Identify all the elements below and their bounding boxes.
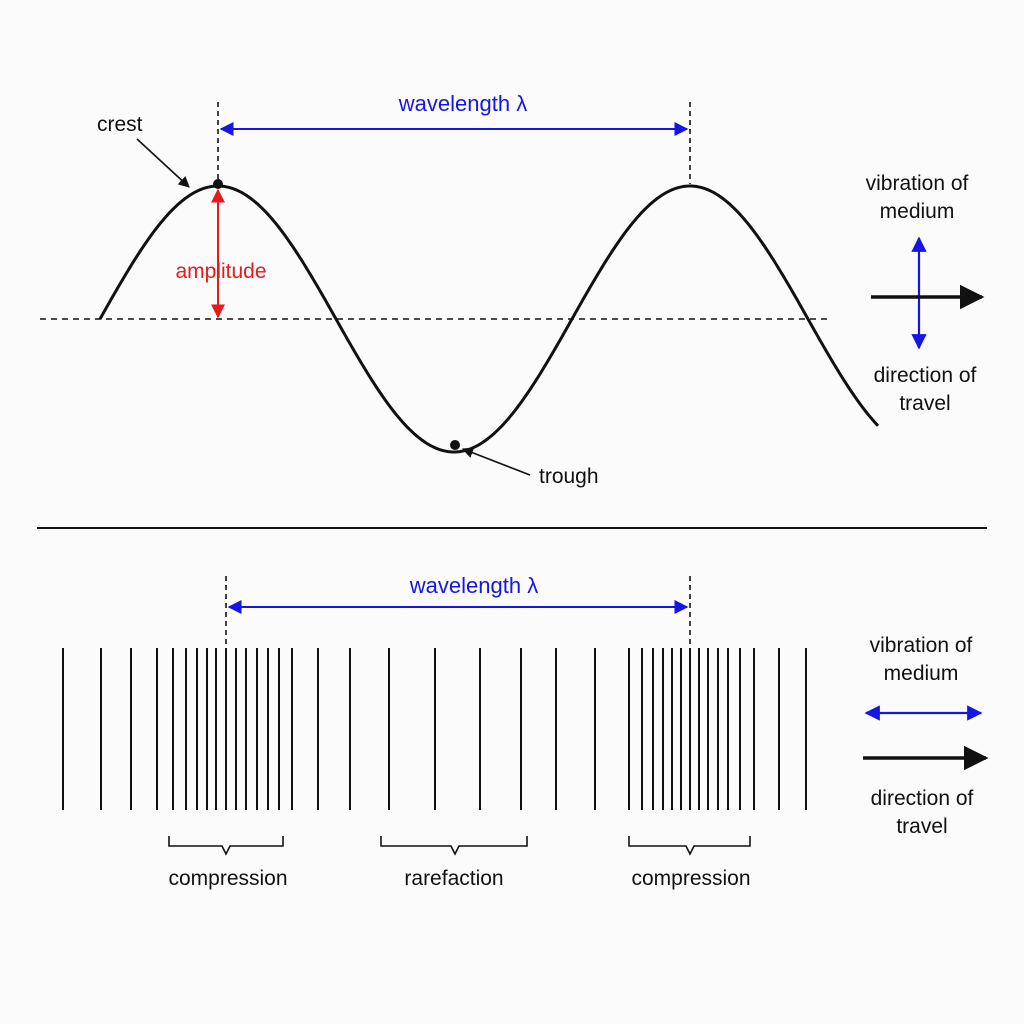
compression-left-brace — [168, 836, 284, 856]
long-direction-label-line2: travel — [896, 815, 947, 838]
compression-right-label: compression — [631, 867, 750, 890]
transverse-vibration-label: vibration of — [866, 172, 969, 195]
transverse-wave-curve — [98, 184, 880, 454]
transverse-wave-panel: wavelength λ crest amplitude trough vibr… — [40, 91, 985, 488]
transverse-direction-label-line2: travel — [899, 392, 950, 415]
rarefaction-brace — [380, 836, 528, 856]
crest-pointer-arrow — [136, 138, 190, 188]
crest-label: crest — [97, 113, 143, 136]
transverse-vibration-label-line2: medium — [880, 200, 955, 223]
long-vibration-label: vibration of — [870, 634, 973, 657]
crest-point — [213, 179, 223, 189]
rarefaction-label: rarefaction — [404, 867, 503, 890]
long-vibration-label-line2: medium — [884, 662, 959, 685]
trough-point — [450, 440, 460, 450]
compression-right-brace — [628, 836, 751, 856]
long-direction-label: direction of — [871, 787, 974, 810]
amplitude-label: amplitude — [175, 260, 266, 283]
transverse-direction-label: direction of — [874, 364, 977, 387]
trough-label: trough — [539, 465, 599, 488]
wavelength-label: wavelength λ — [398, 91, 527, 116]
trough-pointer-arrow — [461, 447, 531, 476]
medium-particle-lines — [62, 648, 807, 810]
compression-left-label: compression — [168, 867, 287, 890]
longitudinal-wave-panel: wavelength λ compression rarefaction com… — [62, 573, 989, 890]
long-wavelength-label: wavelength λ — [409, 573, 538, 598]
